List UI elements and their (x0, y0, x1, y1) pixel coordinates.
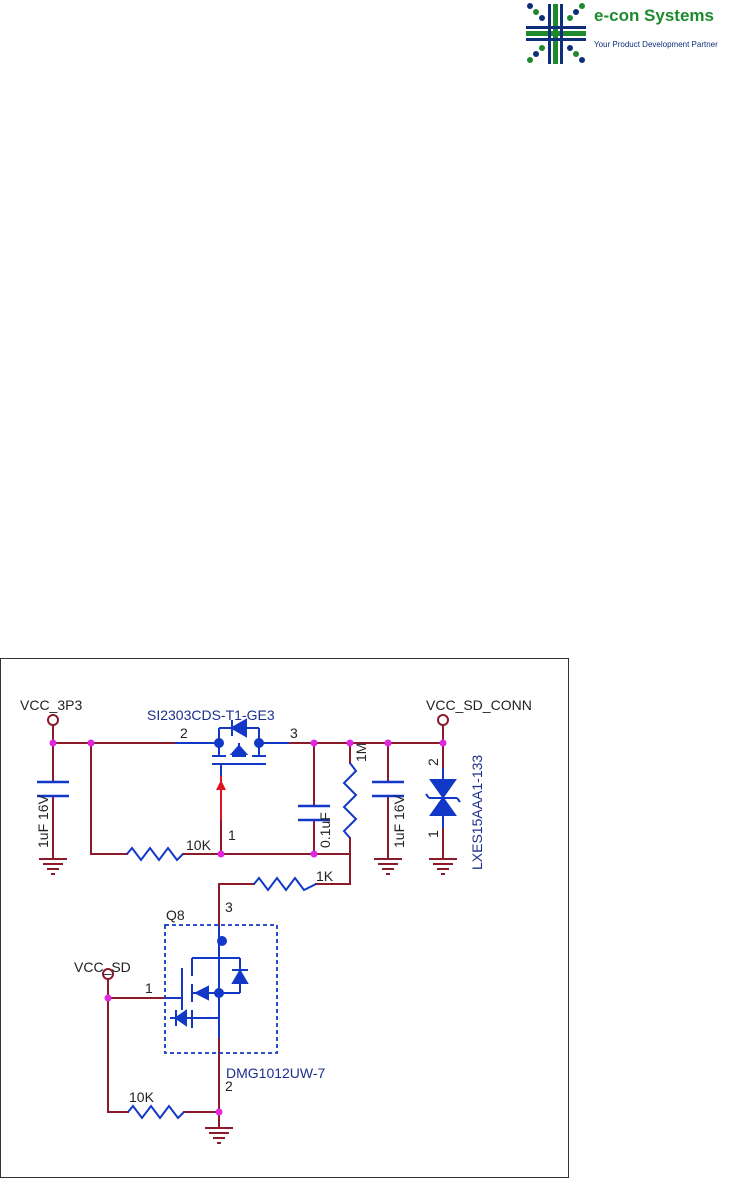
junction-dot (310, 739, 318, 747)
grounds (39, 858, 457, 1144)
ground-icon (205, 1127, 233, 1144)
capacitors (37, 780, 404, 822)
q-top-part-label: SI2303CDS-T1-GE3 (147, 707, 275, 723)
junction-dot (215, 1108, 223, 1116)
junction-dot (49, 739, 57, 747)
q8-pin-source: 2 (225, 1078, 233, 1094)
power-ports (47, 714, 449, 998)
ground-icon (39, 858, 67, 875)
c-output-symbol-icon (372, 780, 404, 798)
q-top-pin-gate: 1 (228, 827, 236, 843)
power-switch-schematic: VCC_3P3 VCC_SD_CONN VCC_SD SI2303CDS-T1-… (0, 658, 569, 1178)
vcc-sd-label: VCC_SD (74, 959, 131, 975)
junctions (49, 739, 447, 1116)
q8-ref-label: Q8 (166, 907, 185, 923)
logo-mark-icon (526, 3, 586, 64)
vcc-3p3-label: VCC_3P3 (20, 697, 82, 713)
q8-pin-gate: 1 (145, 980, 153, 996)
ground-icon (429, 858, 457, 875)
tvs-part-label: LXES15AAA1-133 (469, 755, 485, 870)
schematic-frame (0, 658, 569, 1178)
tvs-pin-top: 2 (425, 758, 441, 766)
q8-package-outline (164, 924, 278, 1054)
junction-dot (346, 739, 354, 747)
logo-tagline: Your Product Development Partner (594, 40, 718, 49)
junction-dot (310, 850, 318, 858)
junction-dot (439, 739, 447, 747)
ground-icon (374, 858, 402, 875)
junction-dot (104, 994, 112, 1002)
c-bypass-label: 0.1uF (317, 812, 333, 848)
r-drain-label: 1K (316, 868, 334, 884)
junction-dot (87, 739, 95, 747)
wires (52, 742, 444, 1129)
c-bypass-symbol-icon (298, 804, 330, 822)
q8-nmos-symbol-icon (164, 924, 278, 1054)
r-q8-gate-symbol-icon (127, 1104, 185, 1120)
tvs-pin-bottom: 1 (425, 830, 441, 838)
r-q8-gate-label: 10K (129, 1089, 155, 1105)
vcc-sd-port-icon (102, 968, 114, 980)
q8-pin-drain: 3 (225, 899, 233, 915)
r-bleed-symbol-icon (342, 762, 358, 839)
resistors (126, 762, 358, 1120)
q-top-pin-source: 2 (180, 725, 188, 741)
vcc-sd-conn-label: VCC_SD_CONN (426, 697, 532, 713)
q-top-pmos-symbol-icon (175, 718, 289, 776)
r-gate-pull-label: 10K (186, 837, 212, 853)
labels: VCC_3P3 VCC_SD_CONN VCC_SD SI2303CDS-T1-… (20, 697, 532, 1105)
vcc-sd-conn-port-icon (437, 714, 449, 726)
c-output-label: 1uF 16V (391, 794, 407, 848)
c-input-label: 1uF 16V (35, 794, 51, 848)
junction-dot (217, 850, 225, 858)
r-bleed-label: 1M (353, 743, 369, 762)
junction-dot (384, 739, 392, 747)
r-gate-pull-symbol-icon (126, 846, 184, 862)
logo-brand-text: e-con Systems (594, 6, 714, 25)
gate-arrow-icon (216, 780, 226, 790)
c-input-symbol-icon (37, 780, 69, 798)
r-drain-symbol-icon (253, 876, 317, 892)
q8-part-label: DMG1012UW-7 (226, 1065, 326, 1081)
vcc-3p3-port-icon (47, 714, 59, 726)
q-top-pin-drain: 3 (290, 725, 298, 741)
q-top-gate-lead (216, 776, 226, 820)
tvs-diode-symbol-icon (425, 768, 461, 828)
econ-logo: e-con Systems Your Product Development P… (524, 0, 736, 66)
